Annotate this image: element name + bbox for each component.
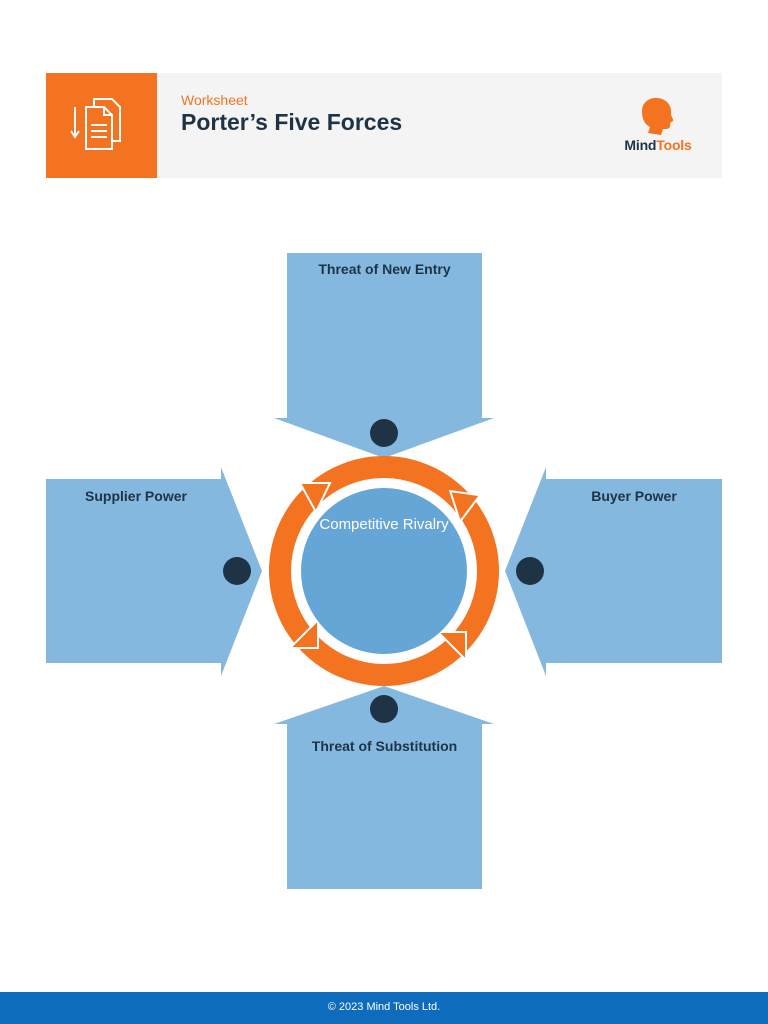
threat-of-new-entry-dot — [370, 419, 398, 447]
brand-mind-text: Mind — [624, 137, 657, 153]
threat-of-substitution-dot — [370, 695, 398, 723]
worksheet-icon-box — [46, 73, 157, 178]
brand-tools-text: Tools — [656, 137, 692, 153]
supplier-power-arrow — [46, 467, 262, 676]
competitive-rivalry-circle — [301, 488, 467, 654]
copyright-text: © 2023 Mind Tools Ltd. — [327, 1001, 441, 1013]
rivalry-cycle-arrowheads — [287, 482, 482, 663]
competitive-rivalry-label: Competitive Rivalry — [319, 516, 449, 533]
footer-bar: © 2023 Mind Tools Ltd. — [0, 992, 768, 1024]
page-title: Porter’s Five Forces — [181, 109, 403, 135]
head-profile-icon — [642, 97, 674, 135]
documents-icon — [70, 98, 121, 150]
threat-of-substitution-arrow — [274, 686, 494, 889]
header-banner: Worksheet Porter’s Five Forces MindTools — [46, 73, 722, 178]
supplier-power-dot — [223, 557, 251, 585]
threat-of-new-entry-arrow — [274, 253, 494, 458]
buyer-power-arrow — [505, 467, 722, 676]
threat-of-substitution-label: Threat of Substitution — [311, 738, 458, 754]
buyer-power-dot — [516, 557, 544, 585]
rivalry-cycle-ring — [269, 456, 499, 686]
supplier-power-label: Supplier Power — [85, 488, 187, 504]
worksheet-subtitle: Worksheet — [181, 92, 248, 108]
buyer-power-label: Buyer Power — [591, 488, 677, 504]
threat-of-new-entry-label: Threat of New Entry — [318, 261, 451, 277]
mindtools-logo: MindTools — [616, 97, 700, 157]
